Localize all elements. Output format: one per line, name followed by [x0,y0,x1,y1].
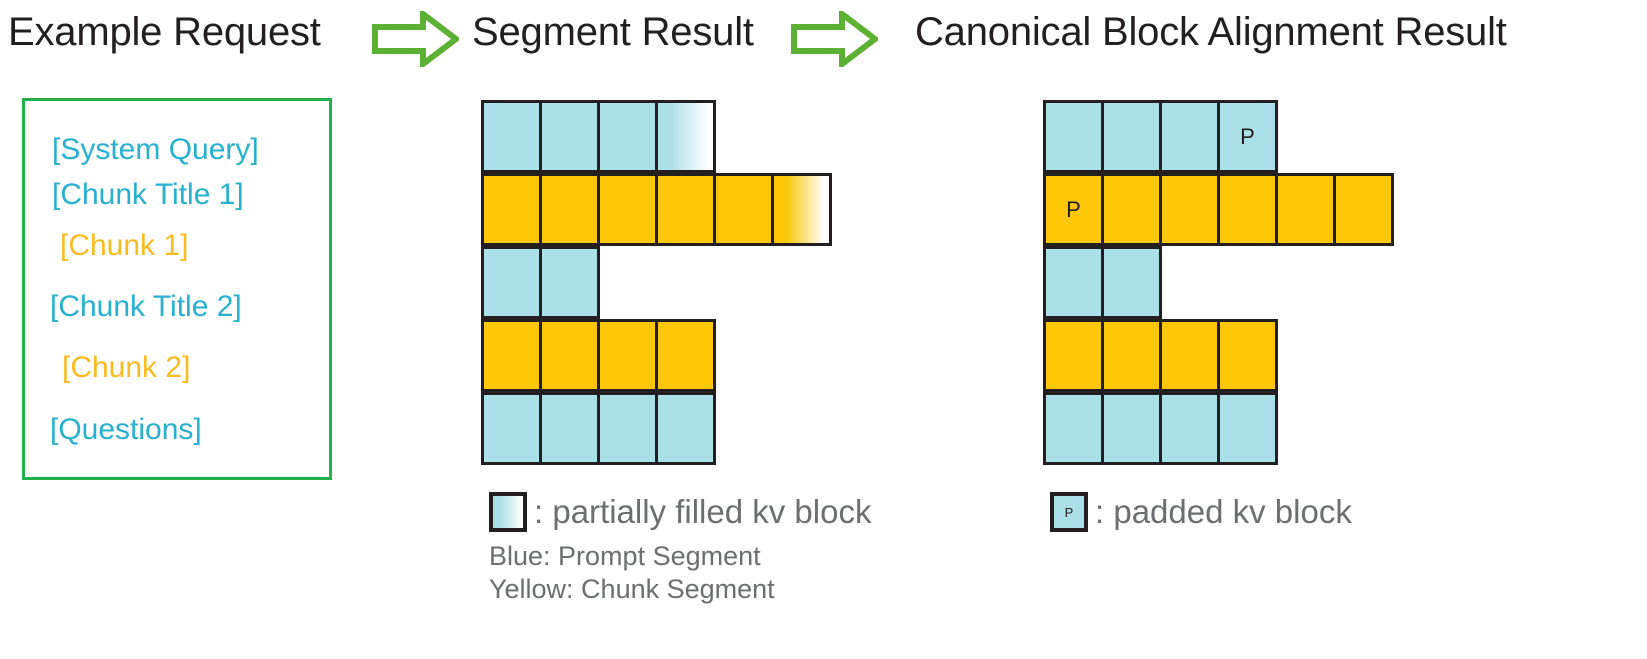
note-yellow-chunk-segment: Yellow: Chunk Segment [489,574,775,604]
kv-block-yellow [539,319,600,392]
kv-block-blue [1043,100,1104,173]
request-line-chunk-title-1: [Chunk Title 1] [52,178,244,211]
kv-block-blue [539,246,600,319]
kv-block-yellow [1101,319,1162,392]
kv-block-yellow [1101,173,1162,246]
right-block-arrow-icon [372,11,459,67]
kv-block-yellow [655,319,716,392]
kv-block-yellow [597,319,658,392]
kv-block-blue [539,392,600,465]
kv-block-blue [1101,100,1162,173]
kv-block-yellow [539,173,600,246]
kv-block-blue [481,246,542,319]
kv-block-yellow [1159,319,1220,392]
kv-block-row [1043,319,1391,392]
page-title-canonical-block-alignment-result: Canonical Block Alignment Result [915,10,1507,54]
example-request-box [22,98,332,480]
kv-block-blue [1101,392,1162,465]
segment-result-grid [481,100,832,465]
kv-block-blue [481,100,542,173]
kv-block-blue-padded: P [1217,100,1278,173]
kv-block-yellow [1159,173,1220,246]
request-line-questions: [Questions] [50,413,202,446]
kv-block-blue [597,392,658,465]
kv-block-row [481,100,829,173]
kv-block-yellow [1275,173,1336,246]
kv-block-blue [655,392,716,465]
legend-partial-label: : partially filled kv block [534,493,872,530]
partial-kv-block-swatch [489,492,527,532]
kv-block-yellow [1217,319,1278,392]
request-line-chunk-title-2: [Chunk Title 2] [50,290,242,323]
kv-block-yellow [481,173,542,246]
padded-kv-block-swatch: P [1050,492,1088,532]
request-line-system-query: [System Query] [52,133,259,166]
kv-block-yellow [1217,173,1278,246]
kv-block-row [481,246,829,319]
note-blue-prompt-segment: Blue: Prompt Segment [489,541,761,571]
kv-block-pad-label: P [1240,123,1255,149]
kv-block-blue [1043,392,1104,465]
kv-block-blue [597,100,658,173]
padded-swatch-label: P [1064,504,1074,520]
legend-partially-filled-kv-block: : partially filled kv block [489,492,871,532]
request-line-chunk-2: [Chunk 2] [62,351,191,384]
kv-block-yellow-partial [771,173,832,246]
kv-block-yellow [597,173,658,246]
kv-block-blue [481,392,542,465]
kv-block-blue [539,100,600,173]
kv-block-blue [1217,392,1278,465]
right-block-arrow-icon [791,11,878,67]
kv-block-yellow [655,173,716,246]
page-title-segment-result: Segment Result [472,10,754,54]
kv-block-row [1043,392,1391,465]
kv-block-blue-partial [655,100,716,173]
kv-block-blue [1159,100,1220,173]
kv-block-row [481,319,829,392]
page-title-example-request: Example Request [8,10,321,54]
kv-block-blue [1159,392,1220,465]
request-line-chunk-1: [Chunk 1] [60,229,189,262]
kv-block-row [481,173,832,246]
kv-block-yellow [1333,173,1394,246]
legend-padded-label: : padded kv block [1095,493,1352,530]
kv-block-row [1043,246,1391,319]
kv-block-yellow-padded: P [1043,173,1104,246]
kv-block-blue [1043,246,1104,319]
kv-block-yellow [481,319,542,392]
kv-block-pad-label: P [1066,196,1081,222]
kv-block-row [481,392,829,465]
kv-block-yellow [1043,319,1104,392]
legend-padded-kv-block: P : padded kv block [1050,492,1352,532]
kv-block-yellow [713,173,774,246]
kv-block-row: P [1043,100,1391,173]
kv-block-blue [1101,246,1162,319]
kv-block-row: P [1043,173,1394,246]
